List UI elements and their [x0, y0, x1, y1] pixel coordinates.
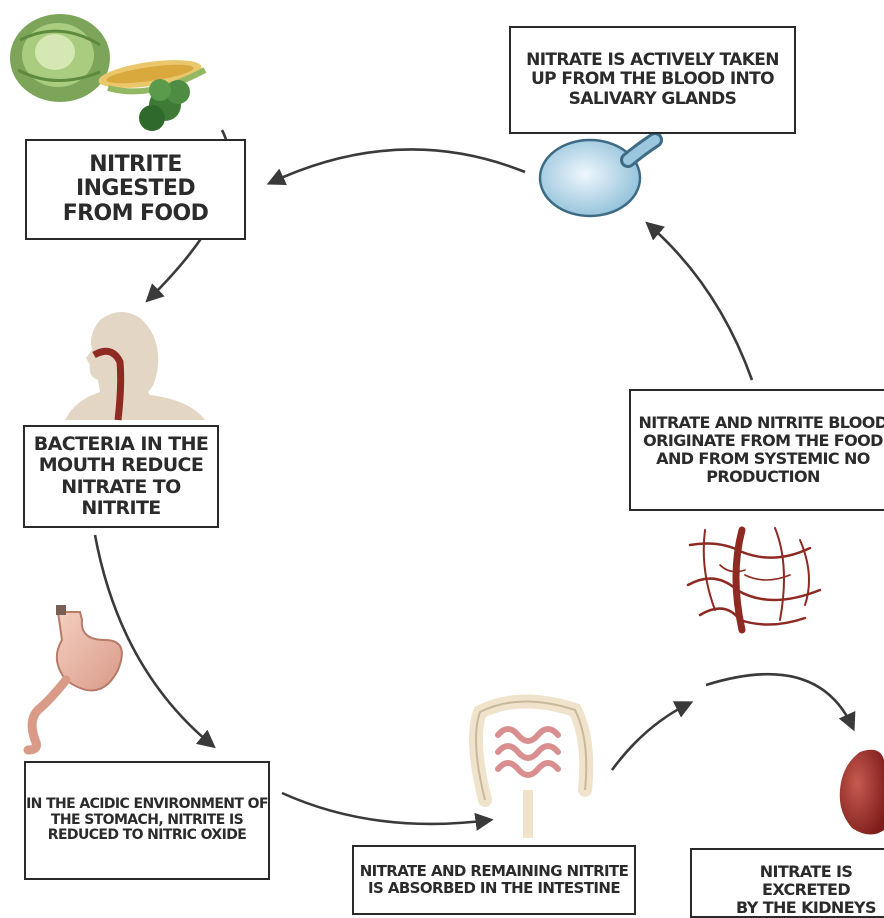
stomach-icon	[28, 605, 122, 750]
arrow-salivary-to-food	[270, 149, 525, 183]
step-blood-origin: Nitrate and nitrite blood originate from…	[629, 389, 884, 511]
head-icon	[65, 312, 205, 420]
blood-vessels-icon	[688, 528, 820, 630]
step-mouth-bacteria-text: Bacteria in the mouth reduce nitrate to …	[25, 434, 217, 519]
step-intestine: Nitrate and remaining nitrite is absorbe…	[352, 845, 636, 915]
step-intestine-text: Nitrate and remaining nitrite is absorbe…	[360, 863, 629, 897]
step-salivary-glands: Nitrate is actively taken up from the bl…	[509, 26, 796, 134]
vegetables-icon	[10, 14, 205, 131]
step-stomach: In the acidic environment of the stomach…	[24, 761, 270, 880]
kidney-icon	[840, 750, 884, 835]
arrow-blood-to-salivary	[648, 224, 752, 380]
step-kidneys-text: Nitrate is excreted by the kidneys	[714, 863, 884, 917]
arrow-stomach-to-intestine	[282, 793, 490, 824]
step-mouth-bacteria: Bacteria in the mouth reduce nitrate to …	[23, 425, 219, 528]
arrow-intestine-to-blood	[612, 703, 690, 770]
intestine-icon	[476, 701, 586, 838]
step-blood-origin-text: Nitrate and nitrite blood originate from…	[638, 414, 884, 486]
step-salivary-glands-text: Nitrate is actively taken up from the bl…	[526, 51, 779, 108]
step-kidneys: Nitrate is excreted by the kidneys	[690, 848, 884, 918]
step-nitrite-ingested: Nitrite ingested from food	[25, 139, 246, 240]
step-stomach-text: In the acidic environment of the stomach…	[26, 797, 268, 844]
step-nitrite-ingested-text: Nitrite ingested from food	[27, 153, 244, 227]
salivary-gland-icon	[540, 140, 655, 216]
arrow-blood-to-kidney	[706, 674, 853, 728]
